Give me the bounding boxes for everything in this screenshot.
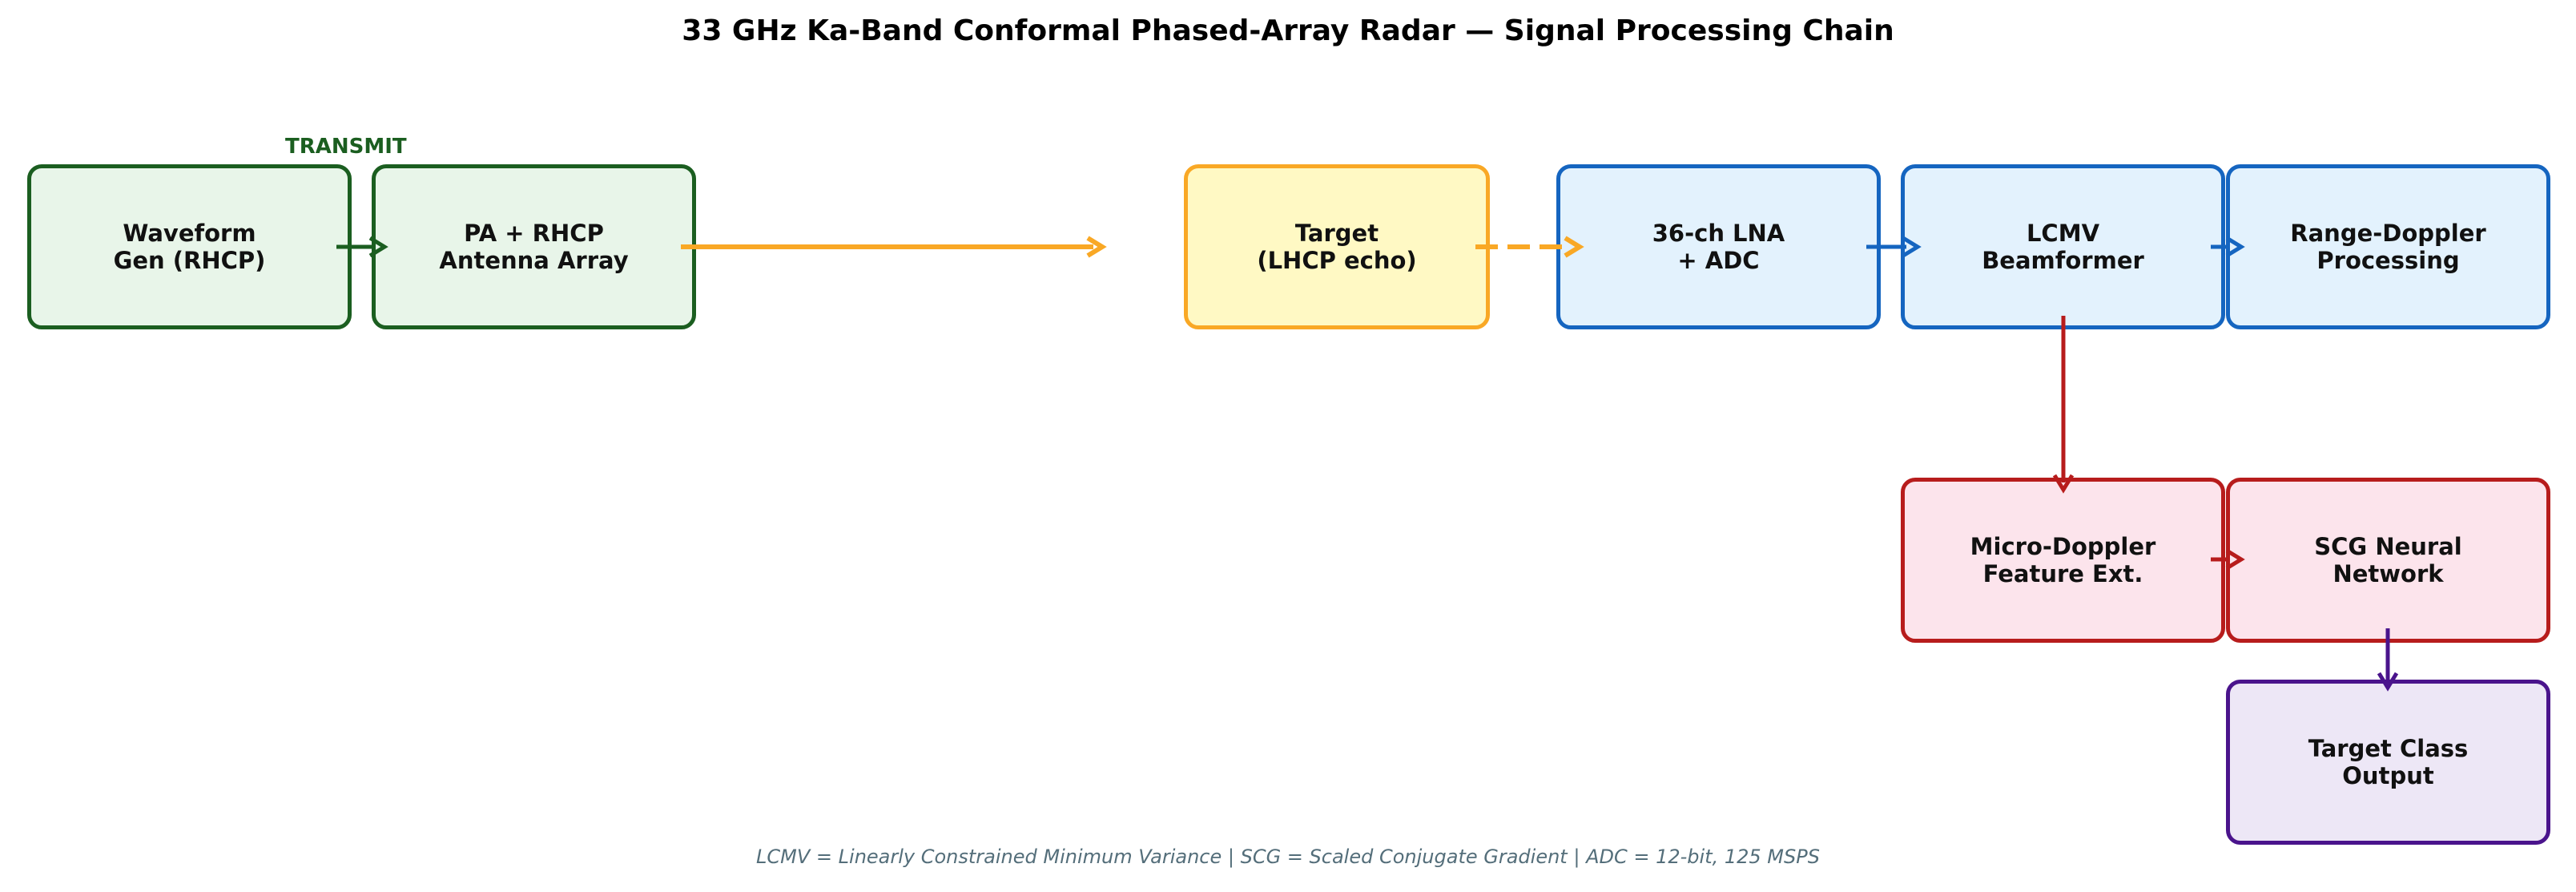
transmit-section-label: TRANSMIT: [285, 135, 407, 159]
arrow-lcmv-to-range-doppler: [2211, 236, 2245, 258]
scg-neural-network-label: SCG Neural Network: [2314, 533, 2462, 587]
range-doppler-block: Range-Doppler Processing: [2226, 164, 2550, 329]
lna-adc-label: 36-ch LNA + ADC: [1652, 220, 1785, 274]
diagram-title: 33 GHz Ka-Band Conformal Phased-Array Ra…: [682, 14, 1894, 47]
target-class-output-label: Target Class Output: [2308, 735, 2469, 789]
arrow-micro-doppler-to-scg: [2211, 548, 2245, 571]
waveform-generator-block: Waveform Gen (RHCP): [27, 164, 352, 329]
arrow-target-to-lna: [1475, 236, 1584, 258]
arrow-waveform-to-pa: [336, 236, 388, 258]
arrow-scg-to-target-class: [2377, 628, 2399, 692]
waveform-generator-label: Waveform Gen (RHCP): [113, 220, 266, 274]
arrow-lna-to-lcmv: [1866, 236, 1922, 258]
target-block: Target (LHCP echo): [1184, 164, 1490, 329]
range-doppler-label: Range-Doppler Processing: [2290, 220, 2486, 274]
target-label: Target (LHCP echo): [1257, 220, 1417, 274]
target-class-output-block: Target Class Output: [2226, 680, 2550, 845]
lcmv-beamformer-label: LCMV Beamformer: [1982, 220, 2144, 274]
lcmv-beamformer-block: LCMV Beamformer: [1901, 164, 2225, 329]
arrow-pa-to-target: [681, 236, 1107, 258]
arrow-lcmv-to-micro-doppler: [2052, 316, 2075, 494]
pa-antenna-label: PA + RHCP Antenna Array: [439, 220, 629, 274]
micro-doppler-label: Micro-Doppler Feature Ext.: [1970, 533, 2156, 587]
abbreviation-footnote: LCMV = Linearly Constrained Minimum Vari…: [756, 846, 1820, 868]
